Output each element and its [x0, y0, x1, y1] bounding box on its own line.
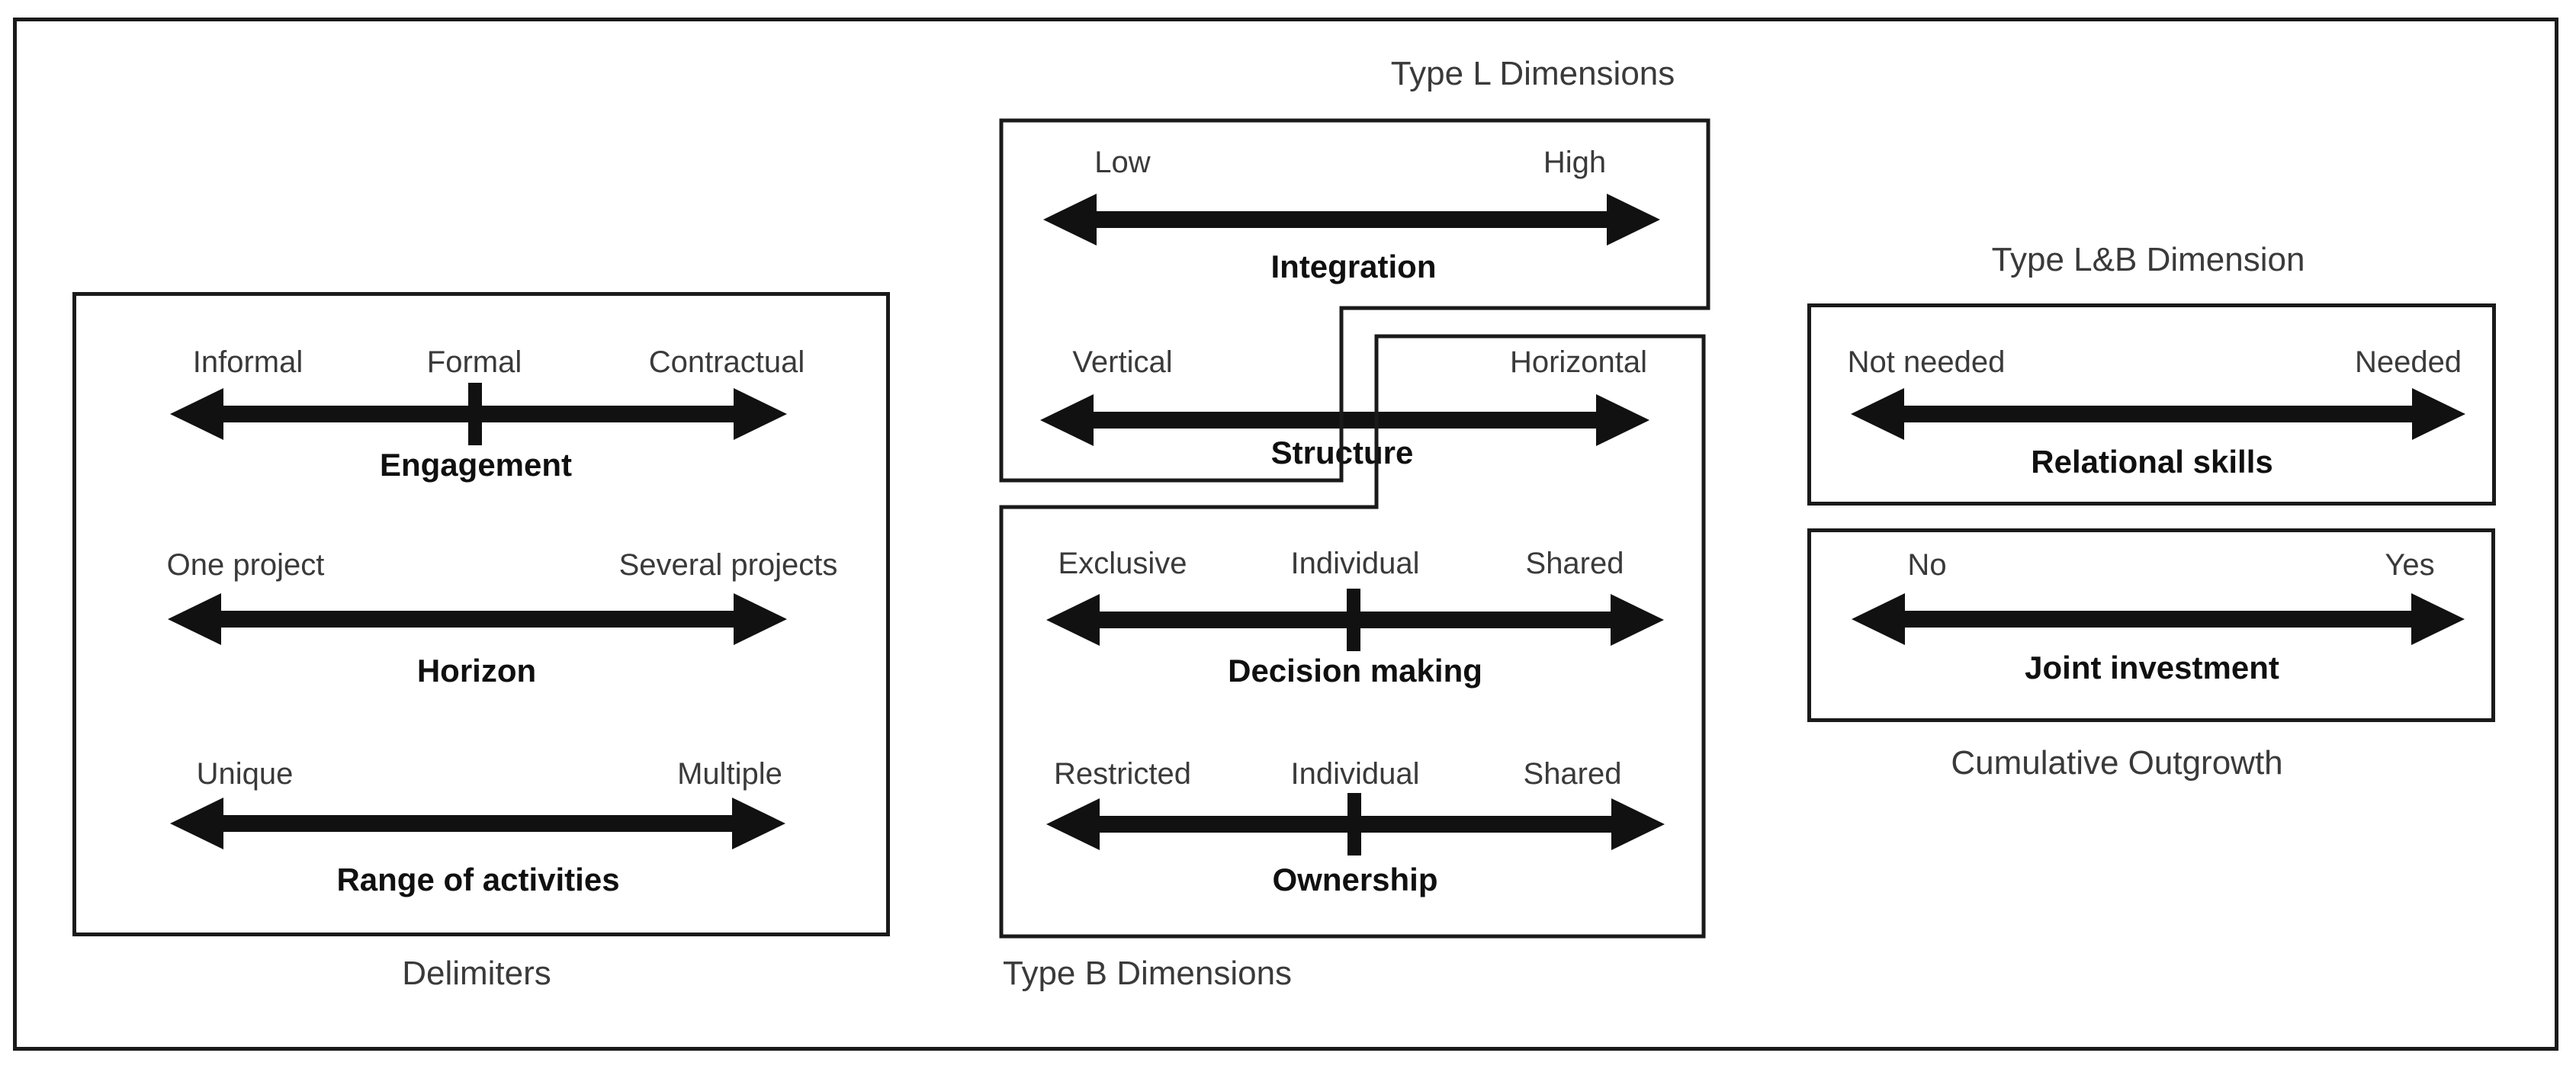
arrow-head-right: [1607, 194, 1660, 246]
arrow-head-right: [2411, 593, 2465, 645]
arrow-head-right: [1611, 594, 1664, 646]
ownership-mid-label: Individual: [1290, 757, 1420, 791]
arrow-head-left: [1851, 388, 1904, 440]
range-of-activities-arrow: [170, 798, 785, 849]
structure-left-label: Vertical: [1072, 345, 1173, 379]
arrow-shaft: [1904, 406, 2412, 422]
arrow-shaft: [1094, 412, 1596, 429]
arrow-head-left: [1043, 194, 1097, 246]
horizon-left-label: One project: [166, 548, 325, 582]
delimiters-box: [72, 292, 890, 936]
type-lb-title: Type L&B Dimension: [1991, 241, 2305, 278]
relational-left-label: Not needed: [1847, 345, 2006, 379]
type-b-caption: Type B Dimensions: [1003, 955, 1293, 992]
joint-investment-title: Joint investment: [2025, 650, 2279, 685]
ownership-arrow: [1046, 793, 1665, 856]
joint-left-label: No: [1907, 548, 1947, 582]
arrow-head-right: [2412, 388, 2465, 440]
arrow-shaft: [1905, 611, 2411, 628]
decision-mid-label: Individual: [1290, 547, 1420, 580]
decision-right-label: Shared: [1525, 547, 1624, 580]
engagement-left-label: Informal: [192, 345, 304, 379]
scale-tick: [467, 383, 482, 445]
arrow-head-left: [170, 388, 223, 440]
horizon-right-label: Several projects: [618, 548, 838, 582]
integration-title: Integration: [1270, 249, 1437, 284]
integration-left-label: Low: [1094, 146, 1151, 179]
arrow-shaft: [221, 611, 734, 628]
engagement-right-label: Contractual: [648, 345, 805, 379]
ownership-left-label: Restricted: [1053, 757, 1192, 791]
structure-right-label: Horizontal: [1509, 345, 1648, 379]
decision-making-arrow: [1046, 589, 1664, 651]
structure-title: Structure: [1270, 435, 1414, 470]
range-of-activities-title: Range of activities: [336, 862, 620, 897]
arrow-head-right: [734, 388, 787, 440]
delimiters-caption: Delimiters: [402, 955, 551, 992]
decision-making-title: Decision making: [1228, 653, 1482, 689]
relational-skills-box: [1807, 303, 2496, 506]
relational-right-label: Needed: [2354, 345, 2462, 379]
joint-investment-box: [1807, 528, 2495, 722]
arrow-shaft: [223, 815, 732, 832]
arrow-head-right: [1611, 798, 1665, 850]
arrow-head-left: [168, 593, 221, 645]
range-left-label: Unique: [196, 757, 294, 791]
joint-investment-arrow: [1852, 593, 2465, 645]
decision-left-label: Exclusive: [1058, 547, 1187, 580]
arrow-head-left: [170, 798, 223, 849]
arrow-head-left: [1852, 593, 1905, 645]
integration-arrow: [1043, 194, 1660, 246]
arrow-head-left: [1040, 394, 1094, 446]
cumulative-outgrowth-caption: Cumulative Outgrowth: [1951, 744, 2283, 782]
ownership-right-label: Shared: [1523, 757, 1622, 791]
scale-tick: [1347, 589, 1361, 651]
arrow-head-left: [1046, 594, 1100, 646]
integration-right-label: High: [1543, 146, 1607, 179]
arrow-shaft: [1097, 211, 1607, 228]
engagement-mid-label: Formal: [426, 345, 522, 379]
arrow-head-right: [732, 798, 785, 849]
relational-skills-title: Relational skills: [2031, 444, 2273, 480]
arrow-head-right: [734, 593, 787, 645]
type-l-title: Type L Dimensions: [1390, 55, 1675, 92]
horizon-title: Horizon: [416, 653, 537, 689]
joint-right-label: Yes: [2385, 548, 2435, 582]
range-right-label: Multiple: [677, 757, 782, 791]
arrow-head-left: [1046, 798, 1100, 850]
ownership-title: Ownership: [1272, 862, 1438, 897]
scale-tick: [1347, 793, 1361, 856]
engagement-title: Engagement: [379, 447, 573, 483]
relational-skills-arrow: [1851, 388, 2465, 440]
horizon-arrow: [168, 593, 787, 645]
engagement-arrow: [170, 383, 787, 445]
arrow-head-right: [1596, 394, 1649, 446]
outer-border: [13, 18, 2558, 1051]
